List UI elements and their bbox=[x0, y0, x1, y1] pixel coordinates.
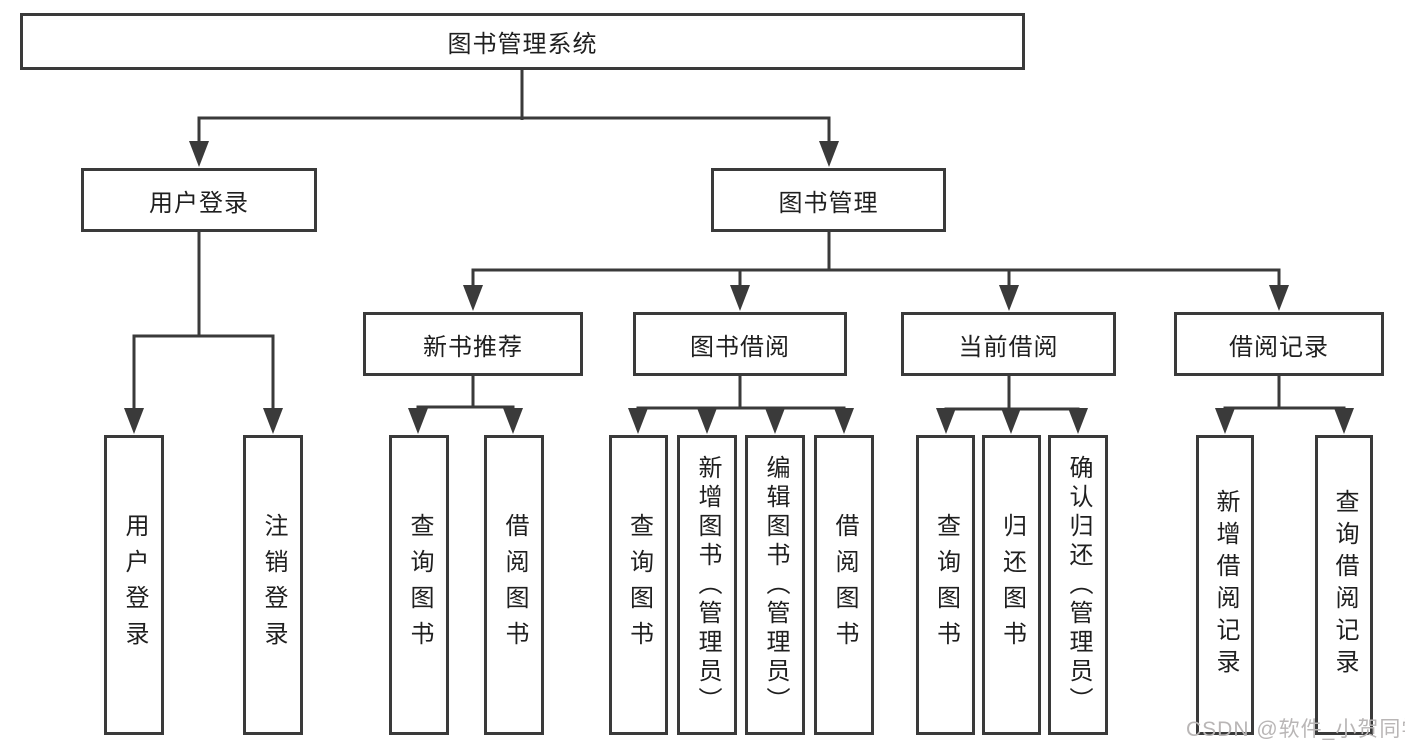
node-leaf-return-books: 归还图书 bbox=[982, 435, 1041, 735]
connector-userlogin-rail bbox=[132, 334, 275, 416]
node-label: 查询图书 bbox=[932, 513, 960, 657]
arrow-head bbox=[697, 408, 717, 434]
node-leaf-query-books-1: 查询图书 bbox=[389, 435, 449, 735]
node-label: 图书管理系统 bbox=[447, 31, 598, 58]
node-label: 新书推荐 bbox=[423, 333, 523, 361]
node-label: 用户登录 bbox=[121, 513, 148, 657]
node-book-borrowing: 图书借阅 bbox=[633, 312, 847, 376]
node-label: 查询图书 bbox=[625, 513, 653, 657]
csdn-watermark: CSDN @软件_小贺同学 bbox=[1186, 718, 1405, 741]
node-label: 借阅记录 bbox=[1229, 333, 1329, 361]
node-leaf-borrow-books-1: 借阅图书 bbox=[484, 435, 544, 735]
arrow-head bbox=[1068, 408, 1088, 434]
arrow-head bbox=[834, 408, 854, 434]
node-library-management-system: 图书管理系统 bbox=[20, 13, 1025, 70]
node-leaf-query-borrow-record: 查询借阅记录 bbox=[1315, 435, 1373, 735]
arrow-head bbox=[1215, 408, 1235, 434]
arrow-head bbox=[263, 408, 283, 434]
node-leaf-edit-books-admin: 编辑图书（管理员） bbox=[745, 435, 805, 735]
node-leaf-user-login: 用户登录 bbox=[104, 435, 164, 735]
node-label: 确认归还（管理员） bbox=[1065, 454, 1092, 716]
connector-records-rail bbox=[1223, 406, 1346, 419]
node-leaf-query-books-2: 查询图书 bbox=[609, 435, 668, 735]
node-leaf-confirm-return-admin: 确认归还（管理员） bbox=[1048, 435, 1108, 735]
node-user-login: 用户登录 bbox=[81, 168, 317, 232]
arrow-head bbox=[730, 285, 750, 311]
node-leaf-add-books-admin: 新增图书（管理员） bbox=[677, 435, 737, 735]
node-label: 查询图书 bbox=[406, 513, 433, 657]
arrow-head bbox=[124, 408, 144, 434]
arrow-head bbox=[408, 408, 428, 434]
node-label: 图书管理 bbox=[778, 189, 879, 217]
arrow-head bbox=[503, 408, 523, 434]
arrow-head bbox=[999, 285, 1019, 311]
node-leaf-borrow-books-2: 借阅图书 bbox=[814, 435, 874, 735]
node-leaf-query-books-3: 查询图书 bbox=[916, 435, 975, 735]
node-leaf-add-borrow-record: 新增借阅记录 bbox=[1196, 435, 1254, 735]
arrow-head bbox=[463, 285, 483, 311]
node-label: 新增图书（管理员） bbox=[694, 454, 721, 716]
connector-root-rail bbox=[197, 116, 831, 150]
node-borrowing-records: 借阅记录 bbox=[1174, 312, 1384, 376]
node-current-borrowing: 当前借阅 bbox=[901, 312, 1116, 376]
node-label: 当前借阅 bbox=[958, 333, 1059, 361]
node-label: 编辑图书（管理员） bbox=[762, 454, 789, 716]
node-book-management: 图书管理 bbox=[711, 168, 946, 232]
arrow-head bbox=[189, 141, 209, 167]
node-label: 查询借阅记录 bbox=[1331, 489, 1358, 681]
node-label: 借阅图书 bbox=[501, 513, 528, 657]
node-label: 用户登录 bbox=[149, 189, 249, 217]
connector-newbook-rail bbox=[416, 405, 515, 418]
connector-borrowing-rail bbox=[636, 406, 846, 419]
connector-bookmgmt-rail bbox=[471, 268, 1281, 294]
node-label: 借阅图书 bbox=[831, 513, 858, 657]
arrow-head bbox=[765, 408, 785, 434]
node-leaf-logout: 注销登录 bbox=[243, 435, 303, 735]
arrow-head bbox=[1269, 285, 1289, 311]
node-label: 图书借阅 bbox=[690, 333, 790, 361]
node-label: 注销登录 bbox=[260, 513, 287, 657]
node-label: 归还图书 bbox=[998, 513, 1026, 657]
arrow-head bbox=[819, 141, 839, 167]
node-new-book-recommend: 新书推荐 bbox=[363, 312, 583, 376]
arrow-head bbox=[1334, 408, 1354, 434]
node-label: 新增借阅记录 bbox=[1212, 489, 1239, 681]
arrow-head bbox=[936, 408, 956, 434]
arrow-head bbox=[628, 408, 648, 434]
arrow-head bbox=[1001, 408, 1021, 434]
